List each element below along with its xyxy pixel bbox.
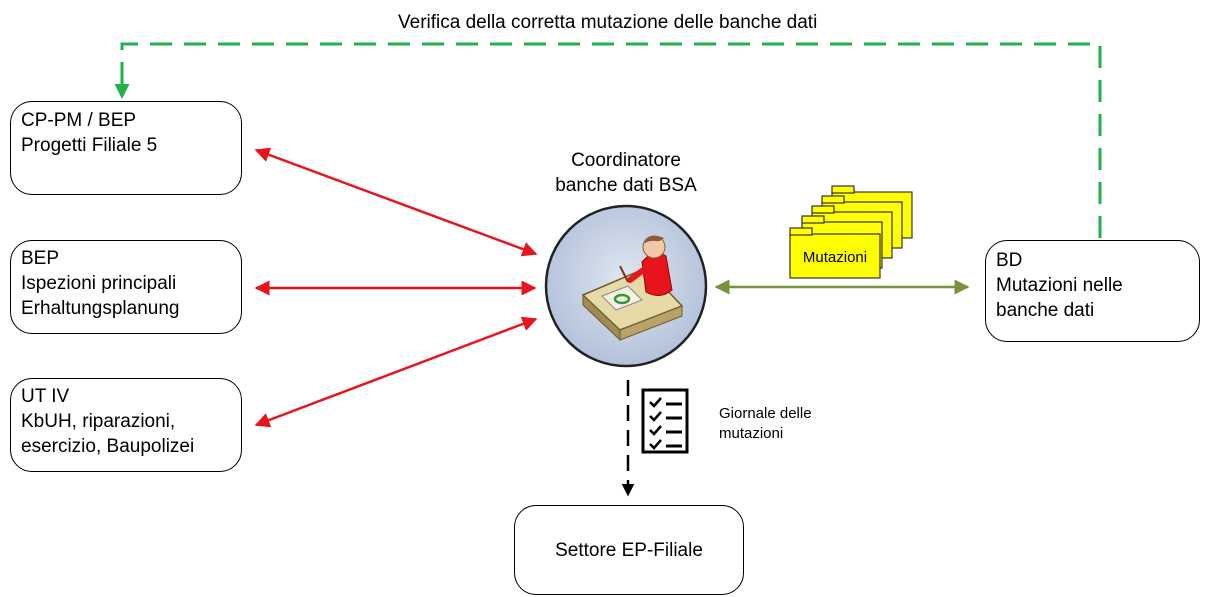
feedback-label: Verifica della corretta mutazione delle … bbox=[398, 12, 818, 33]
bep-line1: BEP bbox=[21, 248, 60, 269]
coordinator-label-line2: banche dati BSA bbox=[555, 175, 697, 196]
folders-label: Mutazioni bbox=[803, 249, 867, 266]
mutazioni-folders: Mutazioni bbox=[789, 185, 913, 279]
coordinator-label: Coordinatore banche dati BSA bbox=[526, 148, 726, 198]
node-cp-pm: CP-PM / BEP Progetti Filiale 5 bbox=[10, 101, 242, 195]
feedback-dashed-arrow bbox=[114, 42, 1102, 238]
arrow-cp-pm-coordinator bbox=[254, 147, 538, 257]
ut-iv-line1: UT IV bbox=[21, 386, 70, 407]
person-at-desk-icon bbox=[581, 235, 684, 342]
settore-label: Settore EP-Filiale bbox=[555, 539, 703, 561]
coordinator-node bbox=[544, 204, 708, 368]
arrow-ut-iv-coordinator bbox=[254, 316, 538, 428]
bd-line3: banche dati bbox=[996, 300, 1095, 321]
node-bd: BD Mutazioni nelle banche dati bbox=[985, 240, 1200, 342]
node-bep: BEP Ispezioni principali Erhaltungsplanu… bbox=[10, 240, 242, 334]
bd-line1: BD bbox=[996, 250, 1023, 271]
coordinator-label-line1: Coordinatore bbox=[571, 150, 681, 171]
cp-pm-line2: Progetti Filiale 5 bbox=[21, 135, 158, 156]
journal-label-line1: Giornale delle bbox=[719, 405, 812, 422]
node-settore: Settore EP-Filiale bbox=[514, 505, 744, 595]
bd-line2: Mutazioni nelle bbox=[996, 275, 1123, 296]
journal-label: Giornale delle mutazioni bbox=[719, 404, 812, 444]
bep-line3: Erhaltungsplanung bbox=[21, 298, 180, 319]
ut-iv-line2: KbUH, riparazioni, bbox=[21, 411, 176, 432]
checklist-icon bbox=[641, 388, 689, 454]
node-ut-iv: UT IV KbUH, riparazioni, esercizio, Baup… bbox=[10, 378, 242, 472]
ut-iv-line3: esercizio, Baupolizei bbox=[21, 436, 195, 457]
journal-label-line2: mutazioni bbox=[719, 425, 784, 442]
cp-pm-line1: CP-PM / BEP bbox=[21, 110, 137, 131]
bep-line2: Ispezioni principali bbox=[21, 273, 177, 294]
